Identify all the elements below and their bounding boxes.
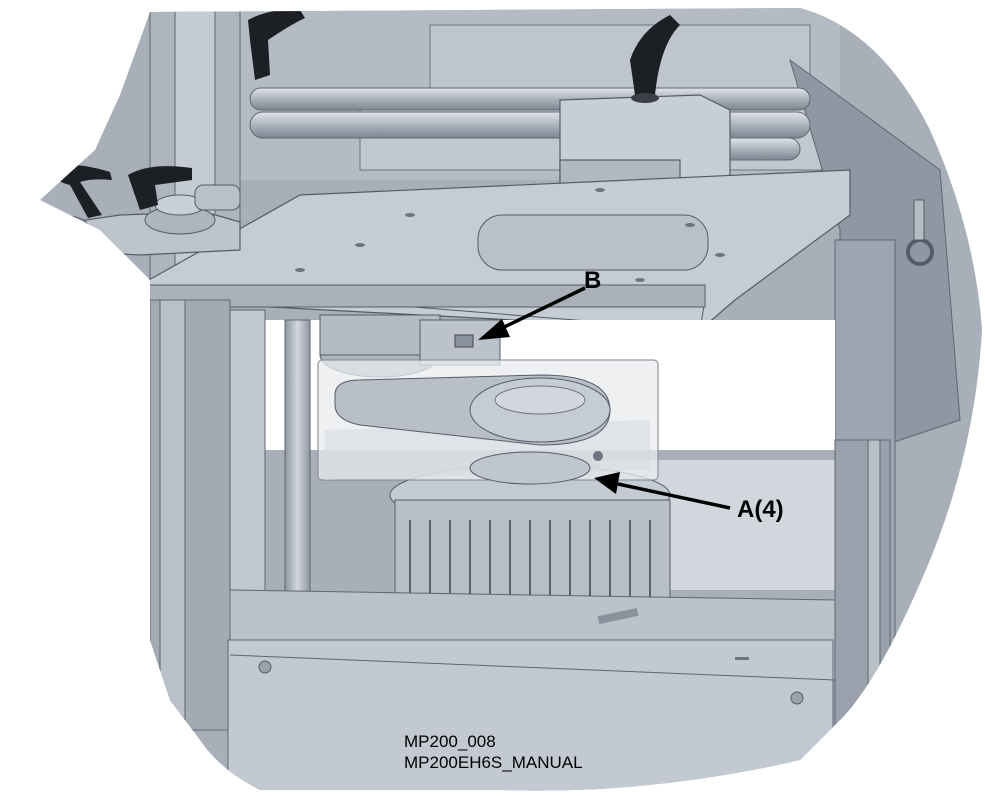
- callout-label-a: A(4): [737, 496, 784, 523]
- callout-arrows: [478, 286, 731, 510]
- callout-label-b: B: [584, 267, 602, 294]
- manual-id-caption: MP200EH6S_MANUAL: [404, 753, 583, 772]
- drawing-id-caption: MP200_008: [404, 732, 496, 751]
